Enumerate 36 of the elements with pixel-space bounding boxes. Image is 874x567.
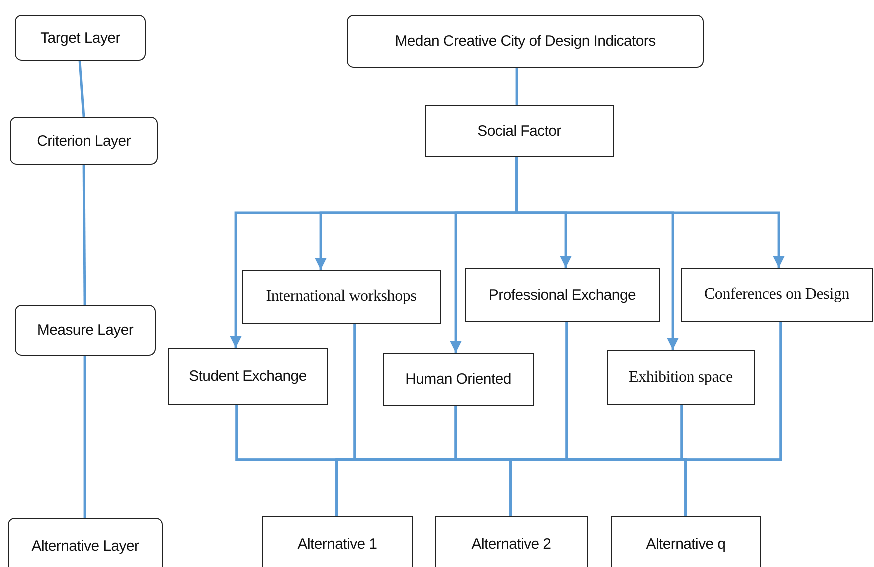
node-label: Criterion Layer	[37, 132, 131, 150]
node-label: Alternative Layer	[32, 538, 140, 554]
connector-line	[82, 165, 86, 305]
node-label: Human Oriented	[406, 371, 512, 388]
indicator-box	[607, 350, 755, 405]
indicator-box	[425, 105, 614, 157]
indicator-box	[611, 516, 761, 567]
node-label: Alternative 2	[472, 536, 552, 552]
connector-line	[516, 68, 518, 105]
node-label: Target Layer	[40, 30, 120, 46]
node-label: International workshops	[266, 288, 417, 306]
node-label: Social Factor	[478, 122, 562, 140]
layer-box	[10, 117, 158, 165]
node-label: Alternative q	[646, 536, 726, 552]
layer-box	[347, 15, 704, 68]
connector-line	[78, 60, 86, 118]
connector-line	[684, 322, 782, 516]
node-label: Conferences on Design	[704, 286, 850, 304]
node-label: Professional Exchange	[488, 286, 636, 304]
node-label: Student Exchange	[189, 368, 307, 385]
connector-line	[84, 356, 86, 518]
indicator-box	[681, 268, 873, 322]
indicator-box	[168, 348, 328, 405]
indicator-box	[435, 516, 588, 567]
indicator-box	[242, 270, 441, 324]
indicator-box	[383, 353, 534, 406]
indicator-box	[465, 268, 660, 322]
node-label: Medan Creative City of Design Indicators	[395, 33, 656, 50]
layer-box	[15, 305, 156, 356]
node-label: Measure Layer	[37, 322, 134, 339]
layer-box	[8, 518, 163, 567]
node-label: Alternative 1	[298, 536, 378, 552]
node-label: Exhibition space	[629, 368, 733, 386]
indicator-box	[262, 516, 413, 567]
arrow	[516, 157, 785, 268]
layer-box	[15, 15, 146, 61]
